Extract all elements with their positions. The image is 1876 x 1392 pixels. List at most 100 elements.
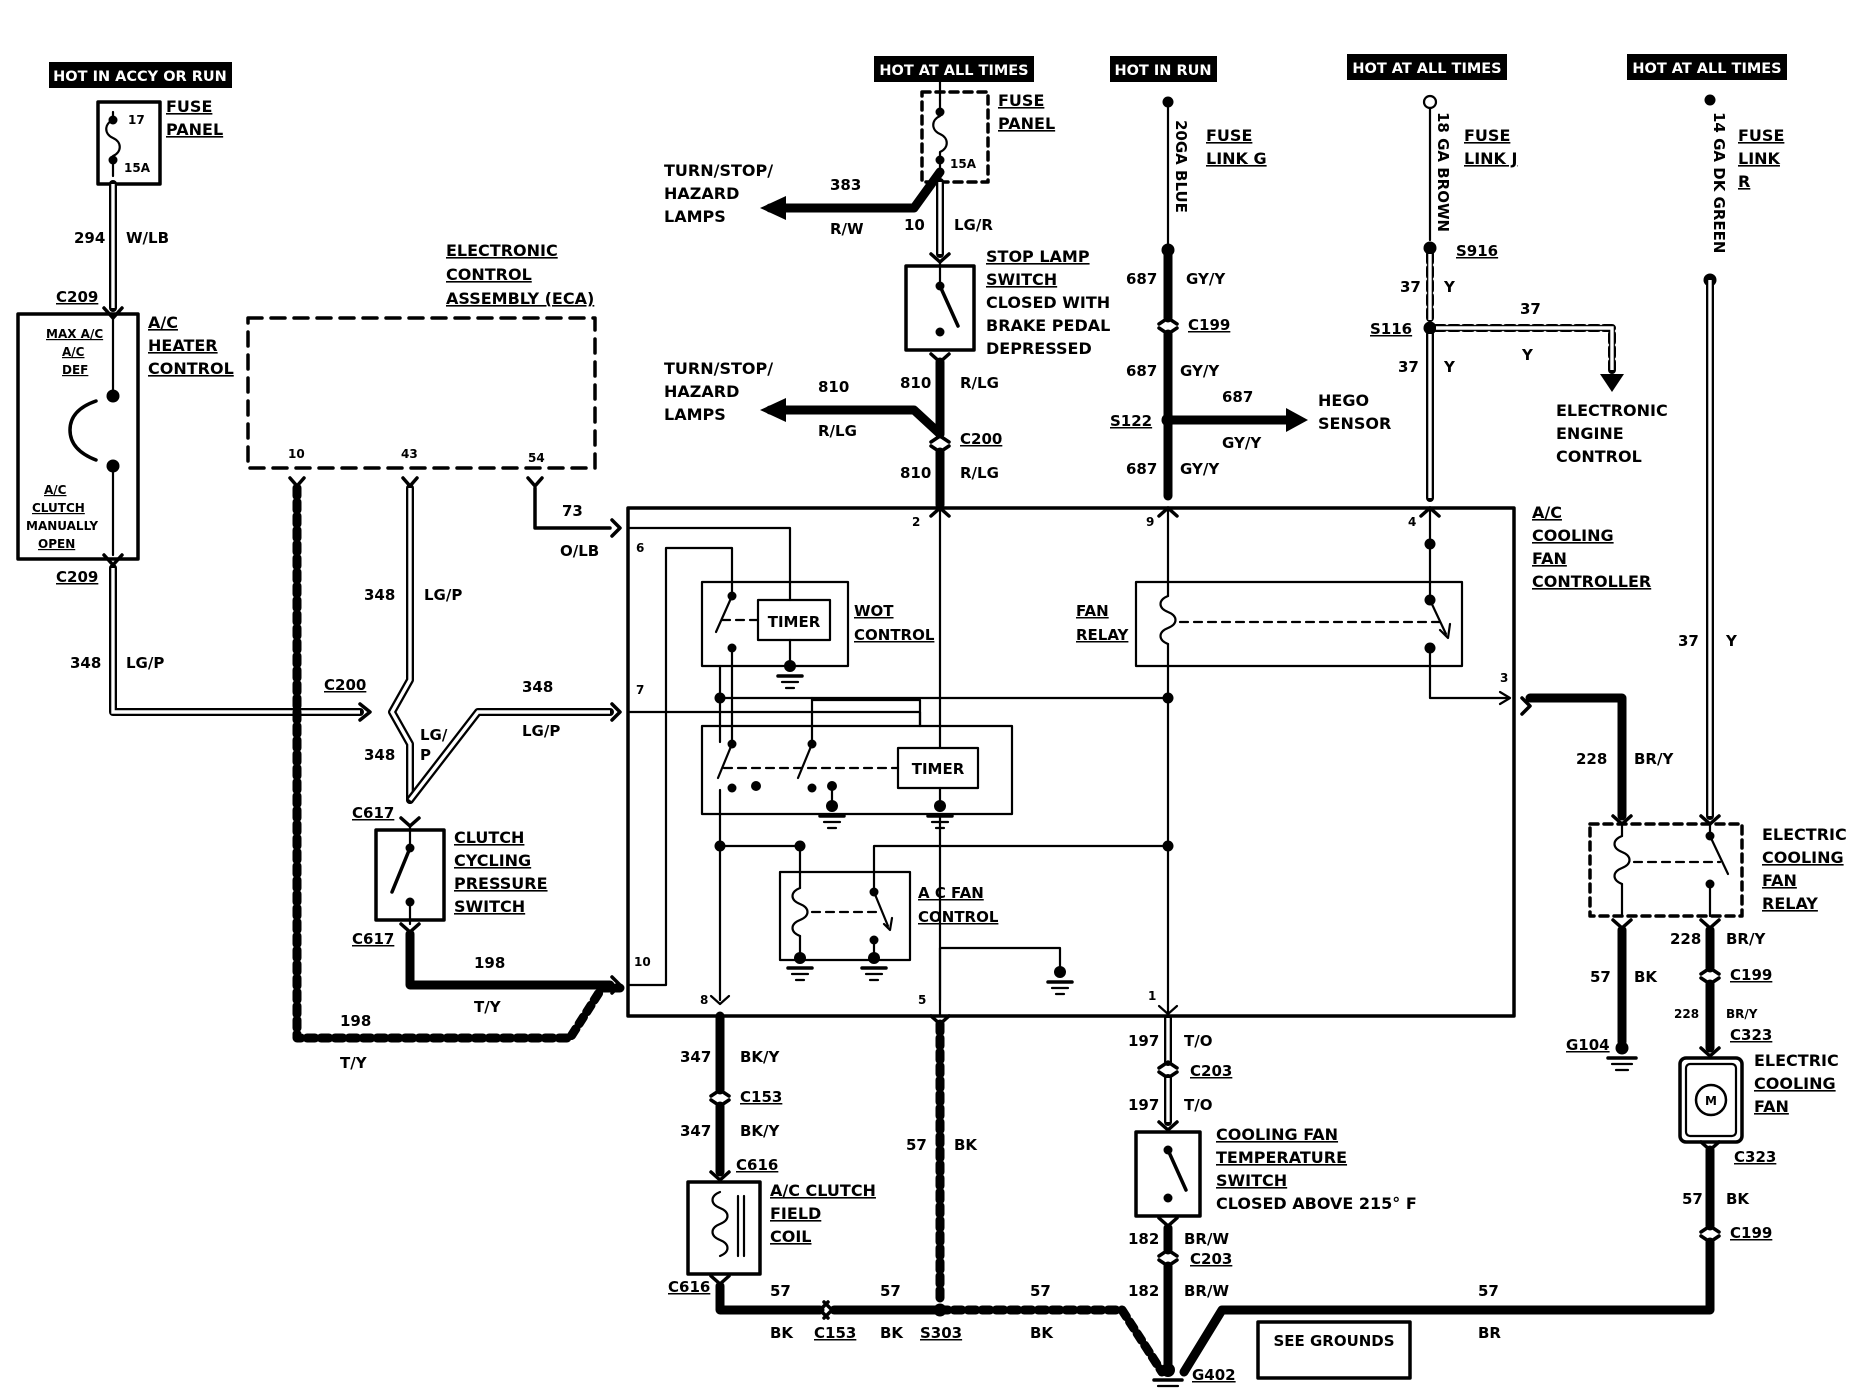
- svg-text:LG/P: LG/P: [424, 586, 462, 604]
- svg-text:C323: C323: [1730, 1026, 1772, 1044]
- svg-text:STOP LAMP: STOP LAMP: [986, 247, 1090, 266]
- fuse-link-j: 18 GA BROWN FUSE LINK J S916: [1422, 94, 1517, 260]
- svg-text:A/C: A/C: [148, 313, 178, 332]
- svg-text:FUSE: FUSE: [166, 97, 212, 116]
- svg-text:GY/Y: GY/Y: [1222, 434, 1262, 452]
- svg-text:CLUTCH: CLUTCH: [454, 828, 524, 847]
- svg-text:348: 348: [364, 586, 395, 604]
- svg-text:C203: C203: [1190, 1062, 1232, 1080]
- svg-text:CYCLING: CYCLING: [454, 851, 531, 870]
- svg-text:CLUTCH: CLUTCH: [32, 501, 85, 515]
- svg-text:BK/Y: BK/Y: [740, 1048, 781, 1066]
- header-text: HOT IN ACCY OR RUN: [53, 69, 227, 85]
- wire-348-left: 348 LG/P: [70, 564, 364, 716]
- svg-text:ELECTRONIC: ELECTRONIC: [446, 241, 558, 260]
- svg-text:GY/Y: GY/Y: [1186, 270, 1226, 288]
- svg-text:Y: Y: [1725, 632, 1738, 650]
- wire-294: 294 W/LB C209: [56, 180, 169, 312]
- svg-text:M: M: [1705, 1094, 1717, 1108]
- svg-text:CONTROLLER: CONTROLLER: [1532, 572, 1651, 591]
- svg-text:10: 10: [288, 447, 305, 461]
- svg-text:C209: C209: [56, 568, 98, 586]
- svg-text:C203: C203: [1190, 1250, 1232, 1268]
- svg-text:197: 197: [1128, 1032, 1159, 1050]
- svg-text:1: 1: [1148, 989, 1156, 1003]
- svg-text:G402: G402: [1192, 1366, 1236, 1384]
- svg-text:18 GA BROWN: 18 GA BROWN: [1434, 112, 1452, 232]
- wire-197: 197 T/O C203 197 T/O: [1128, 1014, 1232, 1126]
- svg-text:SWITCH: SWITCH: [986, 270, 1057, 289]
- svg-text:3: 3: [1500, 671, 1508, 685]
- svg-text:ELECTRIC: ELECTRIC: [1762, 825, 1847, 844]
- svg-text:A/C CLUTCH: A/C CLUTCH: [770, 1181, 876, 1200]
- svg-text:15A: 15A: [124, 161, 151, 175]
- svg-text:O/LB: O/LB: [560, 542, 599, 560]
- svg-text:810: 810: [900, 464, 931, 482]
- wire-348-eca: 348 LG/P C200 348 LG/ P: [324, 476, 462, 804]
- svg-text:T/Y: T/Y: [340, 1054, 368, 1072]
- svg-text:LINK: LINK: [1738, 149, 1781, 168]
- svg-text:37: 37: [1400, 278, 1421, 296]
- wire-347: 347 BK/Y C153 347 BK/Y C616: [680, 1011, 782, 1177]
- svg-text:Y: Y: [1521, 346, 1534, 364]
- svg-text:687: 687: [1222, 388, 1253, 406]
- svg-text:198: 198: [474, 954, 505, 972]
- header-hot-in-run: HOT IN RUN: [1110, 56, 1217, 82]
- svg-text:CONTROL: CONTROL: [918, 908, 999, 926]
- svg-text:LG/: LG/: [420, 726, 448, 744]
- svg-text:DEPRESSED: DEPRESSED: [986, 339, 1092, 358]
- svg-text:BR/Y: BR/Y: [1634, 750, 1674, 768]
- svg-text:C617: C617: [352, 804, 394, 822]
- svg-text:G104: G104: [1566, 1036, 1610, 1054]
- svg-text:LG/P: LG/P: [522, 722, 560, 740]
- svg-text:C323: C323: [1734, 1148, 1776, 1166]
- svg-text:FUSE: FUSE: [1206, 126, 1252, 145]
- svg-text:COOLING: COOLING: [1762, 848, 1844, 867]
- svg-text:348: 348: [70, 654, 101, 672]
- svg-text:7: 7: [636, 683, 644, 697]
- svg-text:198: 198: [340, 1012, 371, 1030]
- svg-text:HEGO: HEGO: [1318, 391, 1369, 410]
- svg-text:LINK J: LINK J: [1464, 149, 1517, 168]
- wire-687: 687 GY/Y C199 687 GY/Y S122 687 GY/Y HEG…: [1110, 245, 1391, 501]
- svg-text:FUSE: FUSE: [1738, 126, 1784, 145]
- svg-text:LAMPS: LAMPS: [664, 207, 726, 226]
- svg-text:C200: C200: [324, 676, 366, 694]
- svg-text:HOT AT ALL TIMES: HOT AT ALL TIMES: [1632, 61, 1781, 77]
- svg-text:C199: C199: [1730, 966, 1772, 984]
- wire-348-to-controller: 348 LG/P: [406, 678, 614, 804]
- see-grounds-box: SEE GROUNDS: [1256, 1320, 1412, 1380]
- svg-text:BR: BR: [1478, 1324, 1501, 1342]
- svg-text:BR/W: BR/W: [1184, 1230, 1229, 1248]
- svg-text:CONTROL: CONTROL: [446, 265, 532, 284]
- svg-text:RELAY: RELAY: [1762, 894, 1818, 913]
- svg-text:73: 73: [562, 502, 583, 520]
- svg-text:BR/Y: BR/Y: [1726, 930, 1766, 948]
- wire-37-r: 37 Y: [1678, 276, 1738, 820]
- svg-text:LG/P: LG/P: [126, 654, 164, 672]
- svg-text:5: 5: [918, 993, 926, 1007]
- svg-text:37: 37: [1398, 358, 1419, 376]
- svg-text:C209: C209: [56, 288, 98, 306]
- svg-text:BR/W: BR/W: [1184, 1282, 1229, 1300]
- svg-text:C153: C153: [740, 1088, 782, 1106]
- svg-text:FAN: FAN: [1754, 1097, 1789, 1116]
- svg-text:57: 57: [880, 1282, 901, 1300]
- svg-text:9: 9: [1146, 515, 1154, 529]
- svg-text:687: 687: [1126, 270, 1157, 288]
- svg-text:FAN: FAN: [1532, 549, 1567, 568]
- wire-37: 37 Y S116 37 Y ELECTRONIC ENGINE CONTROL…: [1370, 250, 1668, 502]
- svg-text:Y: Y: [1443, 358, 1456, 376]
- svg-text:T/O: T/O: [1184, 1032, 1212, 1050]
- svg-text:57: 57: [1590, 968, 1611, 986]
- svg-text:R/W: R/W: [830, 220, 864, 238]
- svg-text:FUSE: FUSE: [998, 91, 1044, 110]
- svg-text:FAN: FAN: [1076, 602, 1109, 620]
- svg-text:228: 228: [1576, 750, 1607, 768]
- svg-text:TURN/STOP/: TURN/STOP/: [664, 161, 773, 180]
- svg-text:43: 43: [401, 447, 418, 461]
- svg-text:BK: BK: [880, 1324, 904, 1342]
- wire-228-fan: 228 BR/Y C199 228 BR/Y C323: [1670, 925, 1772, 1058]
- svg-text:CONTROL: CONTROL: [148, 359, 234, 378]
